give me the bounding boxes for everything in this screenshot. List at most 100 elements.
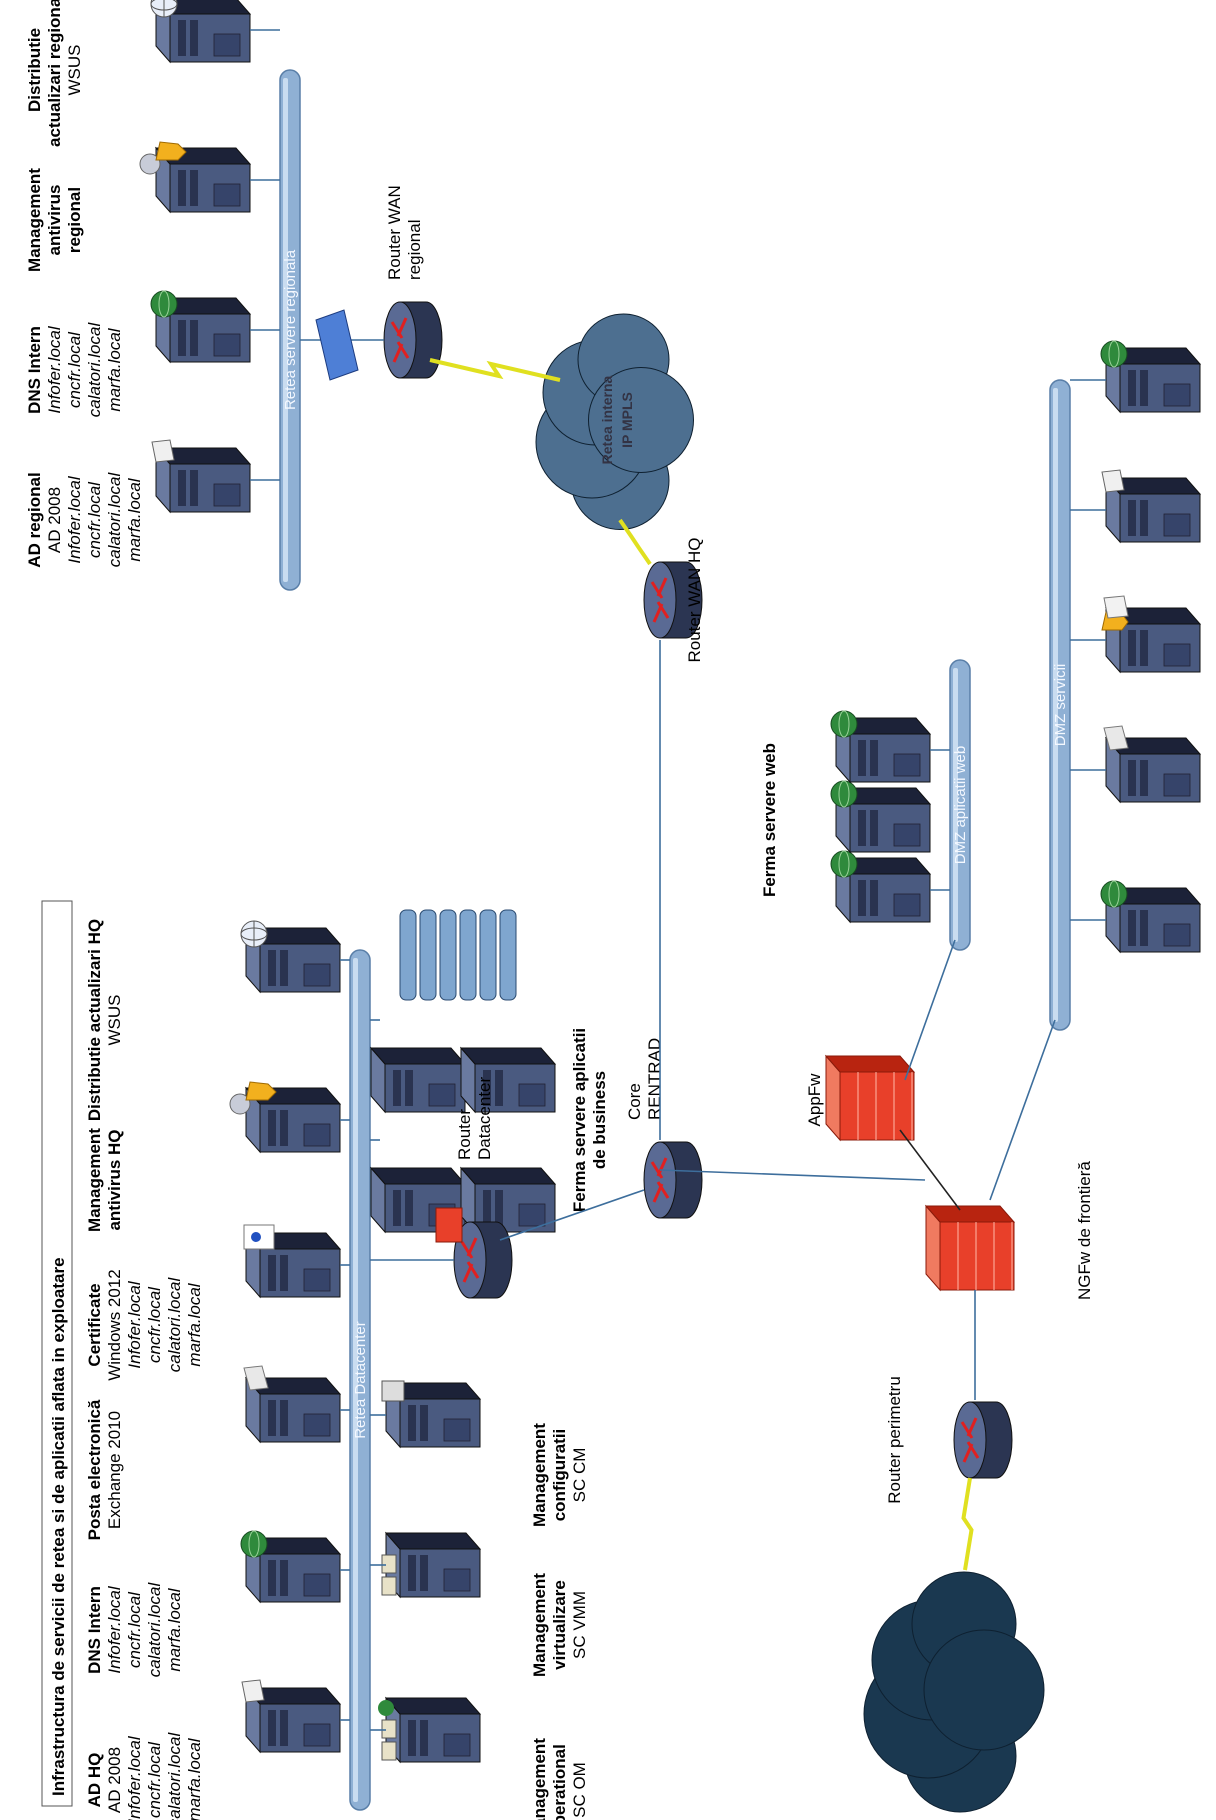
- server-label-sccm-line: SC CM: [570, 1448, 589, 1503]
- server-bay: [870, 880, 878, 916]
- server-bay: [1140, 760, 1148, 796]
- server-panel: [1164, 384, 1190, 406]
- server-bay: [1128, 910, 1136, 946]
- server-panel: [444, 1419, 470, 1441]
- keyboard-icon: [1102, 470, 1124, 492]
- storage-disk: [420, 910, 436, 1000]
- bus-regional: Retea servere regionala: [280, 70, 300, 590]
- server-label-sccm-line: configuratii: [550, 1429, 569, 1522]
- server-bay: [268, 1110, 276, 1146]
- server-panel: [444, 1734, 470, 1756]
- globe-icon: [831, 711, 857, 737]
- bus-label: Retea servere regionala: [282, 249, 299, 410]
- server-bay: [1128, 370, 1136, 406]
- server-panel: [214, 484, 240, 506]
- globe-icon: [151, 291, 177, 317]
- server-label-dns-intern-reg-line: DNS Intern: [25, 326, 44, 414]
- bus-label: DMZ servicii: [1052, 664, 1069, 747]
- bus-dmz-services: DMZ servicii: [1050, 380, 1070, 1030]
- server-label-ad-hq-line: cncfr.local: [145, 1741, 164, 1818]
- lightning-link: [964, 1478, 972, 1570]
- monitor-icon: [382, 1577, 396, 1595]
- router-perimetru: [954, 1402, 1012, 1478]
- server-panel: [304, 1724, 330, 1746]
- server-bay: [268, 1400, 276, 1436]
- link-line: [900, 1130, 960, 1210]
- server-side: [371, 1048, 465, 1064]
- router-wan-hq-label: Router WAN HQ: [685, 537, 704, 662]
- server-smtp-edge: [1104, 726, 1200, 802]
- router-datacenter-label: Datacenter: [475, 1077, 494, 1160]
- server-label-ad-regional-line: calatori.local: [105, 472, 124, 568]
- server-certificate: [244, 1225, 340, 1297]
- server-bay: [178, 170, 186, 206]
- firewall-front: [840, 1072, 914, 1140]
- server-web-farm-1: [831, 781, 930, 852]
- server-bay: [858, 880, 866, 916]
- globe-icon: [378, 1700, 394, 1716]
- server-label-posta-line: Posta electronică: [85, 1399, 104, 1540]
- server-bay: [858, 810, 866, 846]
- server-bay: [190, 470, 198, 506]
- storage-disk: [440, 910, 456, 1000]
- config-icon: [382, 1381, 404, 1401]
- server-bay: [1140, 630, 1148, 666]
- server-label-ad-hq-line: Infofer.local: [125, 1735, 144, 1820]
- web-farm-label: Ferma servere web: [760, 743, 779, 897]
- globe-icon: [831, 851, 857, 877]
- link-line: [990, 1020, 1055, 1200]
- server-bay: [870, 810, 878, 846]
- server-panel: [444, 1569, 470, 1591]
- server-panel: [894, 894, 920, 916]
- server-label-ad-regional-line: Infofer.local: [65, 475, 84, 563]
- cloud-internet: [864, 1572, 1044, 1812]
- business-farm-label: Ferma servere aplicatii: [570, 1028, 589, 1212]
- server-bay: [408, 1555, 416, 1591]
- ngfw-label: NGFw de frontieră: [1075, 1161, 1094, 1300]
- firewall-appfw: [826, 1056, 914, 1140]
- server-panel: [214, 34, 240, 56]
- server-label-certificate-line: Infofer.local: [125, 1280, 144, 1368]
- server-bay: [280, 1710, 288, 1746]
- server-label-scom-line: SC OM: [570, 1762, 589, 1818]
- server-bay: [858, 740, 866, 776]
- server-dns-public: [1101, 881, 1200, 952]
- server-panel: [304, 1269, 330, 1291]
- server-bay: [405, 1190, 413, 1226]
- keyboard-icon: [152, 440, 174, 462]
- server-bay: [495, 1190, 503, 1226]
- server-dns-intern-hq: [241, 1531, 340, 1602]
- server-wsus-reg: [151, 0, 250, 62]
- server-label-scom-line: operational: [550, 1744, 569, 1820]
- storage-array: [400, 910, 516, 1000]
- server-panel: [214, 334, 240, 356]
- server-panel: [429, 1084, 455, 1106]
- server-label-scom-line: Management: [530, 1738, 549, 1820]
- keyboard-icon: [242, 1680, 264, 1702]
- server-label-sccm-line: Management: [530, 1423, 549, 1527]
- server-bay: [280, 1400, 288, 1436]
- server-panel: [1164, 924, 1190, 946]
- server-bay: [280, 1560, 288, 1596]
- server-bay: [268, 1560, 276, 1596]
- server-label-ad-hq-line: calatori.local: [165, 1732, 184, 1820]
- server-smtp-gw: [1102, 596, 1200, 672]
- server-dns-intern-reg: [151, 291, 250, 362]
- bus-label: Retea Datacenter: [352, 1321, 369, 1439]
- monitor-icon: [382, 1720, 396, 1738]
- server-bay: [268, 950, 276, 986]
- server-label-scvmm-line: Management: [530, 1573, 549, 1677]
- server-bay: [178, 320, 186, 356]
- server-label-wsus-hq-line: WSUS: [105, 995, 124, 1046]
- server-label-ad-regional-line: AD 2008: [45, 487, 64, 553]
- server-label-dns-intern-hq-line: DNS Intern: [85, 1586, 104, 1674]
- server-label-ad-hq-line: AD 2008: [105, 1747, 124, 1813]
- server-panel: [304, 1574, 330, 1596]
- server-panel: [894, 754, 920, 776]
- server-dns-dmz: [1101, 341, 1200, 412]
- server-label-antivirus-reg-line: regional: [65, 187, 84, 253]
- globe-icon: [1101, 881, 1127, 907]
- server-label-ad-hq-line: marfa.local: [185, 1737, 204, 1820]
- firewall-side: [926, 1206, 1014, 1222]
